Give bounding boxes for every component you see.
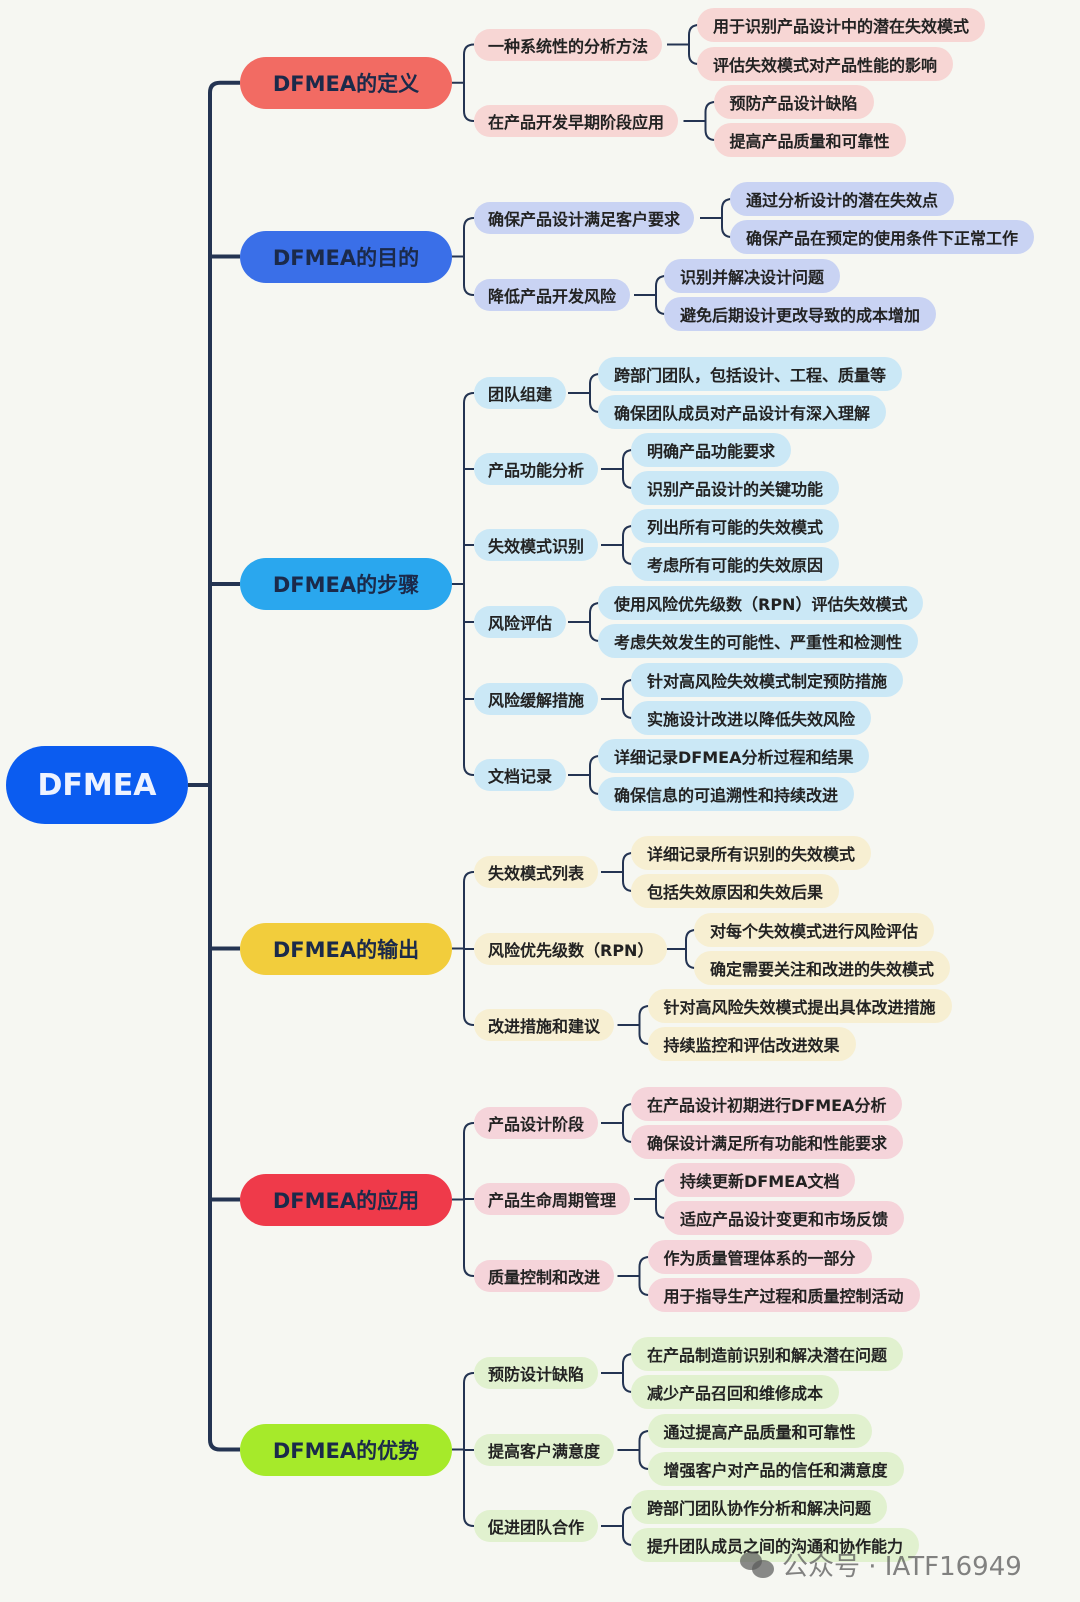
- connector: [685, 929, 697, 969]
- detail-node[interactable]: 列出所有可能的失效模式: [631, 509, 840, 543]
- detail-node[interactable]: 通过分析设计的潜在失效点: [730, 182, 955, 216]
- sub-topic-node[interactable]: 降低产品开发风险: [474, 279, 631, 311]
- connector: [622, 1506, 634, 1546]
- connector: [638, 1430, 650, 1470]
- connector: [622, 449, 634, 489]
- detail-node[interactable]: 提升团队成员之间的沟通和协作能力: [631, 1528, 920, 1562]
- detail-node[interactable]: 提高产品质量和可靠性: [713, 123, 906, 157]
- detail-node[interactable]: 对每个失效模式进行风险评估: [694, 913, 935, 947]
- branch-node[interactable]: DFMEA的定义: [240, 56, 452, 109]
- detail-node[interactable]: 针对高风险失效模式制定预防措施: [631, 663, 904, 697]
- sub-topic-node[interactable]: 风险评估: [474, 606, 567, 638]
- connector: [589, 755, 601, 795]
- branch-node[interactable]: DFMEA的优势: [240, 1423, 452, 1476]
- watermark-text: 公众号 · IATF16949: [782, 1552, 1022, 1582]
- connector: [463, 392, 475, 776]
- sub-topic-node[interactable]: 文档记录: [474, 759, 567, 791]
- branch-node[interactable]: DFMEA的目的: [240, 230, 452, 283]
- connector: [622, 1353, 634, 1393]
- detail-node[interactable]: 确保设计满足所有功能和性能要求: [631, 1125, 904, 1159]
- detail-node[interactable]: 用于指导生产过程和质量控制活动: [647, 1278, 920, 1312]
- detail-node[interactable]: 确保产品在预定的使用条件下正常工作: [730, 220, 1035, 254]
- detail-node[interactable]: 使用风险优先级数（RPN）评估失效模式: [598, 586, 924, 620]
- sub-topic-node[interactable]: 失效模式列表: [474, 856, 599, 888]
- sub-topic-node[interactable]: 产品生命周期管理: [474, 1183, 631, 1215]
- sub-topic-node[interactable]: 团队组建: [474, 377, 567, 409]
- detail-node[interactable]: 评估失效模式对产品性能的影响: [697, 47, 954, 81]
- branch-node[interactable]: DFMEA的输出: [240, 922, 452, 975]
- watermark: 公众号 · IATF16949: [740, 1546, 1022, 1583]
- sub-topic-node[interactable]: 促进团队合作: [474, 1510, 599, 1542]
- sub-topic-node[interactable]: 失效模式识别: [474, 529, 599, 561]
- sub-topic-node[interactable]: 风险优先级数（RPN）: [474, 933, 668, 965]
- detail-node[interactable]: 考虑所有可能的失效原因: [631, 547, 840, 581]
- connector: [688, 24, 700, 65]
- connector: [704, 101, 716, 141]
- detail-node[interactable]: 适应产品设计变更和市场反馈: [664, 1201, 905, 1235]
- connector: [622, 679, 634, 719]
- detail-node[interactable]: 识别产品设计的关键功能: [631, 471, 840, 505]
- connector: [589, 373, 601, 413]
- connector: [622, 1103, 634, 1143]
- detail-node[interactable]: 预防产品设计缺陷: [713, 85, 874, 119]
- detail-node[interactable]: 跨部门团队协作分析和解决问题: [631, 1490, 888, 1524]
- connector: [638, 1005, 650, 1045]
- detail-node[interactable]: 考虑失效发生的可能性、严重性和检测性: [598, 624, 919, 658]
- detail-node[interactable]: 增强客户对产品的信任和满意度: [647, 1452, 904, 1486]
- connector: [463, 43, 475, 122]
- detail-node[interactable]: 确保团队成员对产品设计有深入理解: [598, 395, 887, 429]
- detail-node[interactable]: 持续更新DFMEA文档: [664, 1163, 856, 1197]
- detail-node[interactable]: 确保信息的可追溯性和持续改进: [598, 777, 855, 811]
- detail-node[interactable]: 详细记录DFMEA分析过程和结果: [598, 739, 870, 773]
- sub-topic-node[interactable]: 产品功能分析: [474, 453, 599, 485]
- detail-node[interactable]: 持续监控和评估改进效果: [647, 1027, 856, 1061]
- root-node[interactable]: DFMEA: [6, 746, 188, 824]
- detail-node[interactable]: 针对高风险失效模式提出具体改进措施: [647, 989, 952, 1023]
- detail-node[interactable]: 避免后期设计更改导致的成本增加: [664, 297, 937, 331]
- connector: [622, 525, 634, 565]
- detail-node[interactable]: 包括失效原因和失效后果: [631, 874, 840, 908]
- sub-topic-node[interactable]: 一种系统性的分析方法: [474, 28, 663, 61]
- sub-topic-node[interactable]: 风险缓解措施: [474, 683, 599, 715]
- detail-node[interactable]: 在产品制造前识别和解决潜在问题: [631, 1337, 904, 1371]
- detail-node[interactable]: 确定需要关注和改进的失效模式: [694, 951, 951, 985]
- sub-topic-node[interactable]: 改进措施和建议: [474, 1009, 615, 1041]
- connector: [638, 1256, 650, 1296]
- detail-node[interactable]: 详细记录所有识别的失效模式: [631, 836, 872, 870]
- sub-topic-node[interactable]: 在产品开发早期阶段应用: [474, 105, 679, 137]
- sub-topic-node[interactable]: 产品设计阶段: [474, 1107, 599, 1139]
- sub-topic-node[interactable]: 质量控制和改进: [474, 1260, 615, 1292]
- connector: [655, 1179, 667, 1219]
- connector: [463, 217, 475, 296]
- branch-node[interactable]: DFMEA的应用: [240, 1173, 452, 1226]
- connector: [721, 198, 733, 238]
- sub-topic-node[interactable]: 提高客户满意度: [474, 1434, 615, 1466]
- detail-node[interactable]: 实施设计改进以降低失效风险: [631, 701, 872, 735]
- detail-node[interactable]: 跨部门团队，包括设计、工程、质量等: [598, 357, 903, 391]
- connector: [655, 275, 667, 315]
- detail-node[interactable]: 在产品设计初期进行DFMEA分析: [631, 1087, 903, 1121]
- connector: [622, 852, 634, 892]
- sub-topic-node[interactable]: 预防设计缺陷: [474, 1357, 599, 1389]
- connector: [208, 80, 240, 1452]
- detail-node[interactable]: 用于识别产品设计中的潜在失效模式: [697, 8, 986, 42]
- wechat-icon: [740, 1551, 774, 1578]
- detail-node[interactable]: 识别并解决设计问题: [664, 259, 841, 293]
- detail-node[interactable]: 通过提高产品质量和可靠性: [647, 1414, 872, 1448]
- detail-node[interactable]: 明确产品功能要求: [631, 433, 792, 467]
- branch-node[interactable]: DFMEA的步骤: [240, 558, 452, 610]
- detail-node[interactable]: 减少产品召回和维修成本: [631, 1375, 840, 1409]
- connector: [589, 602, 601, 642]
- detail-node[interactable]: 作为质量管理体系的一部分: [647, 1240, 872, 1274]
- sub-topic-node[interactable]: 确保产品设计满足客户要求: [474, 202, 695, 234]
